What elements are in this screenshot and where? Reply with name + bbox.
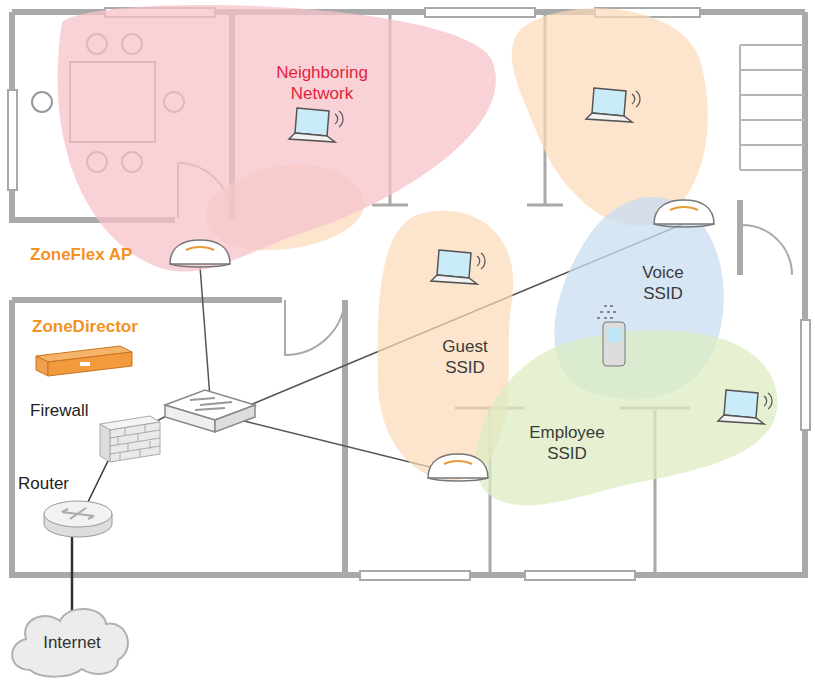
node-label: ZoneDirector <box>32 316 138 337</box>
node-label: Neighboring Network <box>267 62 377 104</box>
node-label: Firewall <box>30 400 89 421</box>
coverage-area-fill <box>476 330 778 505</box>
coverage-area: Employee SSID <box>455 318 790 523</box>
coverage-area-outline <box>455 318 790 523</box>
zonedirector-unit <box>36 346 132 376</box>
access-point <box>170 240 230 267</box>
laptop <box>586 88 640 122</box>
laptop <box>718 390 772 424</box>
node-label: Guest SSID <box>428 336 502 378</box>
network-link <box>86 424 126 506</box>
network-link <box>71 537 74 618</box>
laptop <box>289 108 343 142</box>
laptop <box>431 250 485 284</box>
node-label: Router <box>18 473 69 494</box>
coverage-area <box>512 8 708 226</box>
phone <box>597 306 625 366</box>
stairs <box>740 45 805 170</box>
internet-cloud: Internet <box>8 606 136 678</box>
router-unit <box>44 501 112 537</box>
node-label: ZoneFlex AP <box>30 244 132 265</box>
router-label: Router <box>14 470 76 497</box>
firewall-bricks <box>100 416 160 462</box>
switch <box>165 390 255 432</box>
access-point-label: ZoneFlex AP <box>26 240 166 270</box>
node-label: Voice SSID <box>626 262 700 304</box>
node-label: Internet <box>8 632 136 653</box>
firewall-label: Firewall <box>26 396 106 424</box>
access-point <box>654 200 714 227</box>
controller-label: ZoneDirector <box>28 312 173 342</box>
node-label: Employee SSID <box>517 422 617 464</box>
access-point <box>428 454 488 481</box>
